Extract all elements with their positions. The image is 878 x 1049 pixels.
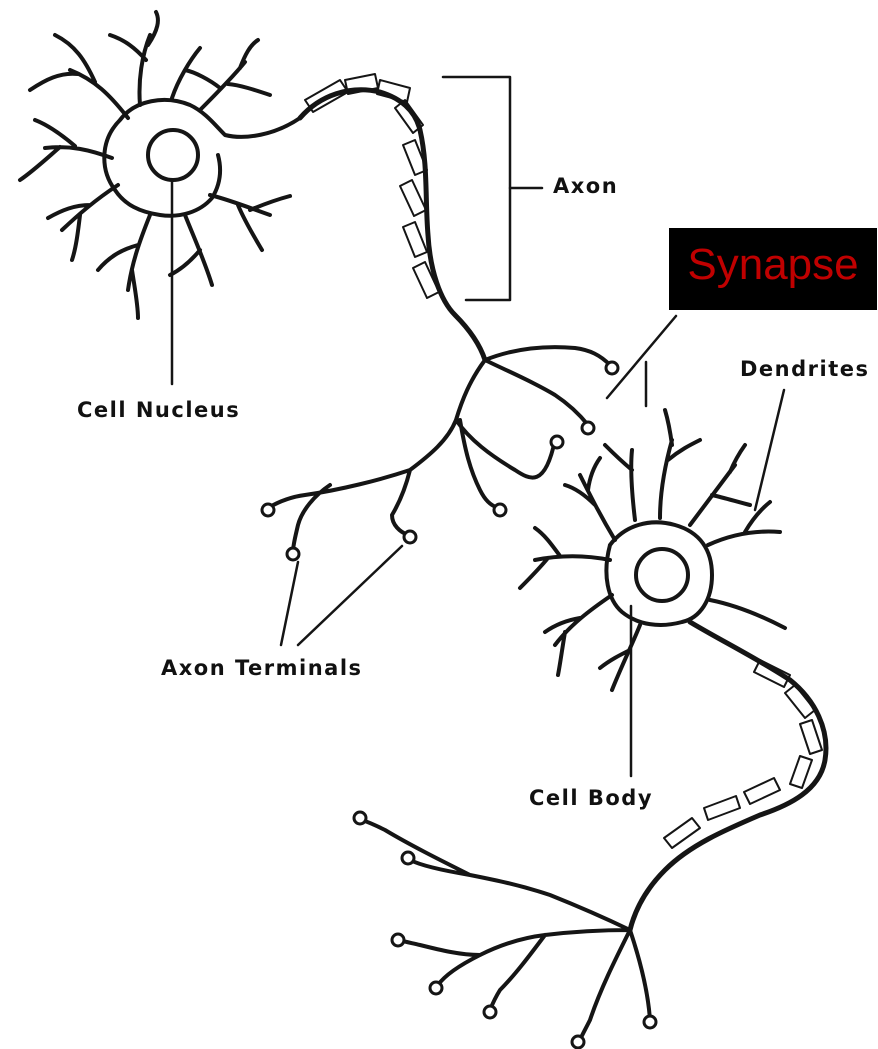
upper-myelin bbox=[305, 74, 439, 298]
axon-terminals-leader-1 bbox=[281, 562, 298, 645]
upper-terminal-knobs bbox=[262, 362, 618, 560]
cell-body-label: Cell Body bbox=[529, 786, 653, 810]
axon-bracket bbox=[443, 77, 510, 300]
axon-label: Axon bbox=[553, 174, 618, 198]
upper-cell-nucleus bbox=[148, 130, 198, 180]
lower-cell-nucleus bbox=[636, 549, 688, 601]
cell-nucleus-label: Cell Nucleus bbox=[77, 398, 240, 422]
lower-cell-body bbox=[606, 522, 712, 625]
synapse-highlight-box: Synapse bbox=[669, 228, 877, 310]
upper-neuron bbox=[20, 12, 618, 560]
dendrites-leader bbox=[755, 390, 784, 510]
upper-dendrites bbox=[20, 12, 290, 318]
axon-terminals-label: Axon Terminals bbox=[161, 656, 363, 680]
synapse-label: Synapse bbox=[669, 240, 877, 290]
upper-axon bbox=[300, 90, 485, 360]
lower-axon bbox=[630, 622, 826, 930]
synapse-leader-left bbox=[607, 316, 676, 398]
upper-axon-terminals bbox=[268, 347, 610, 552]
upper-cell-body bbox=[104, 100, 300, 216]
axon-terminals-leader-2 bbox=[298, 546, 402, 645]
dendrites-label: Dendrites bbox=[740, 357, 870, 381]
